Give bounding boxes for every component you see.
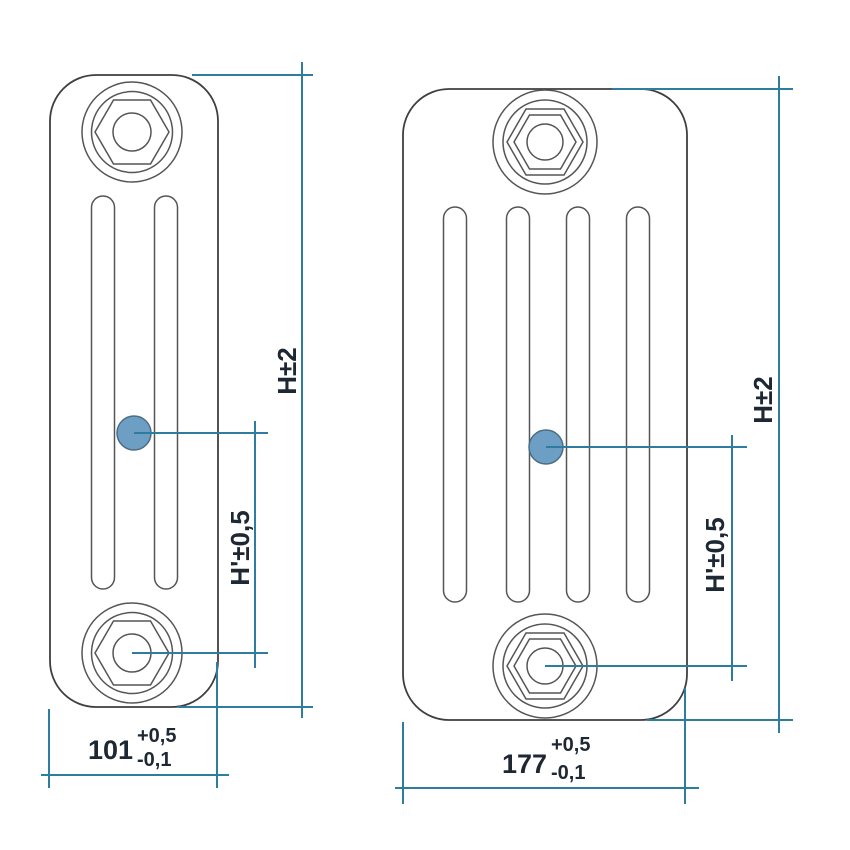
- left-dimension-lines: [41, 62, 313, 788]
- right-top-bushing: [492, 89, 598, 195]
- center-height-dimension-label: H'±0,5: [700, 517, 730, 592]
- bushing-hex-nut-inner: [513, 114, 577, 170]
- width-tolerance-plus: +0,5: [551, 734, 590, 756]
- right-radiator-body: [402, 88, 688, 721]
- bushing-bore-circle: [112, 112, 152, 152]
- column-slot: [565, 206, 591, 603]
- height-dimension-label: H±2: [272, 347, 302, 395]
- column-slot: [153, 195, 179, 590]
- width-dimension-value: 101: [88, 735, 133, 765]
- bushing-outer-circle: [81, 81, 183, 183]
- right-dimension-lines: [395, 76, 793, 804]
- width-tolerance-minus: -0,1: [551, 762, 585, 784]
- bushing-hex-nut: [506, 108, 584, 176]
- column-slot: [625, 206, 651, 603]
- right-radiator: [402, 88, 688, 721]
- column-slot: [442, 206, 468, 603]
- bushing-ring-circle: [502, 99, 588, 185]
- bushing-hex-nut: [94, 99, 170, 165]
- column-slot: [505, 206, 531, 603]
- left-top-bushing: [81, 81, 183, 183]
- width-tolerance-minus: -0,1: [137, 749, 171, 771]
- height-dimension-label: H±2: [748, 376, 778, 424]
- center-height-dimension-label: H'±0,5: [225, 510, 255, 585]
- left-dimension-labels: H±2 H'±0,5 101 +0,5 -0,1: [88, 347, 302, 771]
- bushing-ring-circle: [90, 90, 174, 174]
- right-dimension-labels: H±2 H'±0,5 177 +0,5 -0,1: [502, 376, 778, 784]
- width-dimension-value: 177: [502, 749, 547, 779]
- width-tolerance-plus: +0,5: [137, 725, 176, 747]
- right-radiator-details: [442, 89, 651, 719]
- left-radiator-details: [81, 81, 183, 704]
- column-slot: [90, 195, 116, 590]
- bushing-bore-circle: [526, 123, 564, 161]
- bushing-outer-circle: [492, 89, 598, 195]
